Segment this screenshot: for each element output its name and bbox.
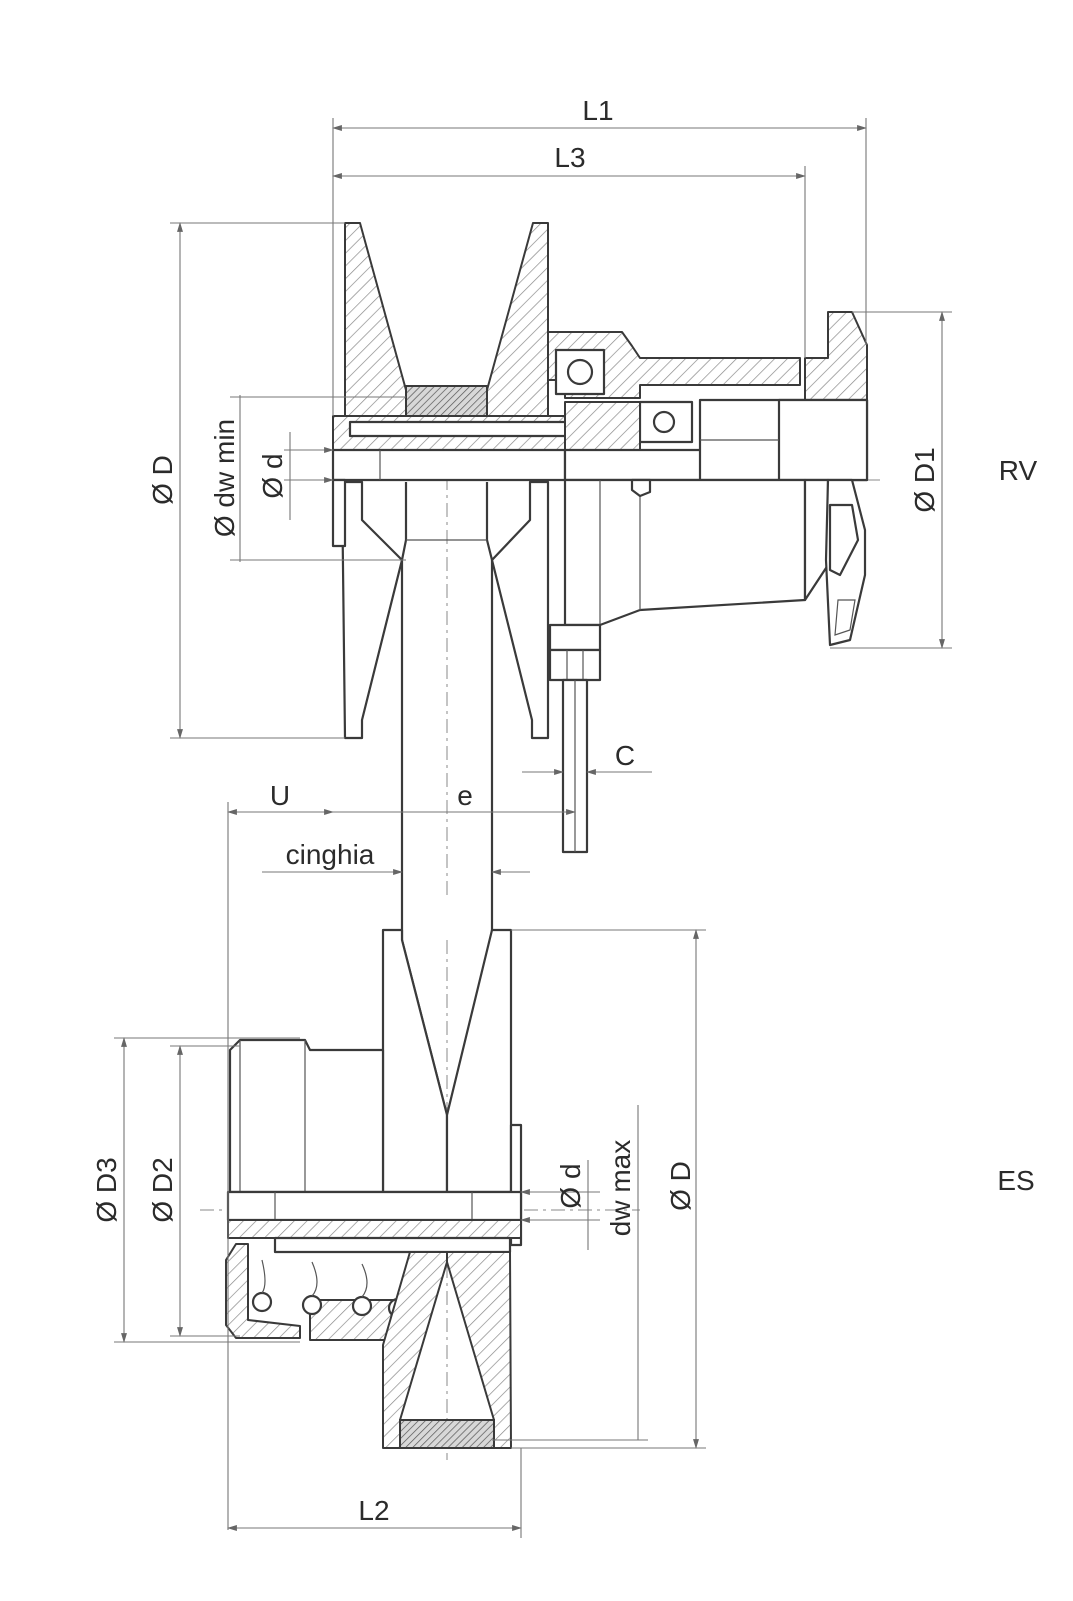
label-C: C xyxy=(615,740,635,771)
label-L3: L3 xyxy=(554,142,585,173)
lower-pulley-unit xyxy=(200,928,640,1460)
label-RV: RV xyxy=(999,455,1038,486)
label-L2: L2 xyxy=(358,1495,389,1526)
label-phi-d-top: Ø d xyxy=(257,453,288,498)
label-phi-dw-min: Ø dw min xyxy=(209,419,240,537)
label-phi-D2: Ø D2 xyxy=(147,1157,178,1222)
label-phi-D1: Ø D1 xyxy=(909,447,940,512)
label-phi-d-bottom: Ø d xyxy=(555,1163,586,1208)
upper-pulley-unit xyxy=(300,222,880,900)
dimension-lines xyxy=(114,118,952,1538)
label-phi-D-bottom: Ø D xyxy=(665,1161,696,1211)
label-e: e xyxy=(457,780,473,811)
label-phi-D3: Ø D3 xyxy=(91,1157,122,1222)
label-L1: L1 xyxy=(582,95,613,126)
label-ES: ES xyxy=(997,1165,1034,1196)
label-U: U xyxy=(270,780,290,811)
label-phi-D-top: Ø D xyxy=(147,455,178,505)
label-cinghia: cinghia xyxy=(286,839,375,870)
label-dw-max: dw max xyxy=(605,1140,636,1236)
